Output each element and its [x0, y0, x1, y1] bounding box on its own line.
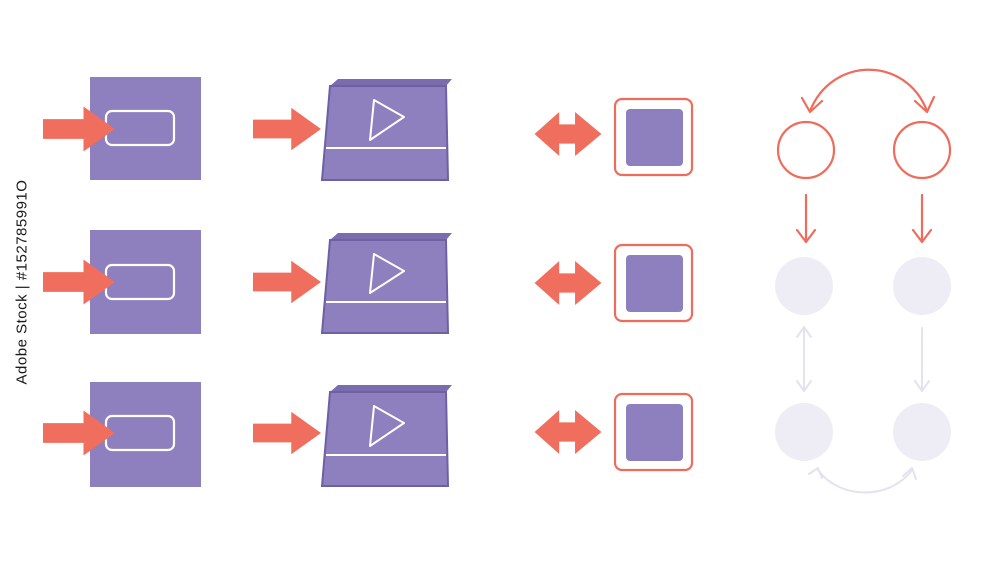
down-arrows	[795, 193, 933, 244]
outline-circle-left	[776, 120, 836, 180]
input-box-icon-row-1	[43, 77, 201, 180]
framed-square-icon-row-2	[534, 243, 694, 323]
video-player-icon-row-1	[253, 79, 452, 181]
ghost-circle-3	[775, 403, 833, 461]
stock-watermark-id: Adobe Stock | #152785991O	[13, 179, 31, 385]
circular-flow-icon	[775, 68, 952, 494]
framed-square-icon-row-1	[534, 97, 694, 177]
ghost-circle-4	[893, 403, 951, 461]
top-curved-arrow	[800, 68, 936, 114]
input-box-icon-row-3	[43, 382, 201, 487]
ghost-arrows	[796, 326, 930, 494]
ghost-circle-1	[775, 257, 833, 315]
outline-circle-right	[892, 120, 952, 180]
framed-square-icon-row-3	[534, 392, 694, 472]
video-player-icon-row-3	[253, 385, 452, 487]
input-box-icon-row-2	[43, 230, 201, 334]
ghost-circle-2	[893, 257, 951, 315]
video-player-icon-row-2	[253, 233, 452, 334]
